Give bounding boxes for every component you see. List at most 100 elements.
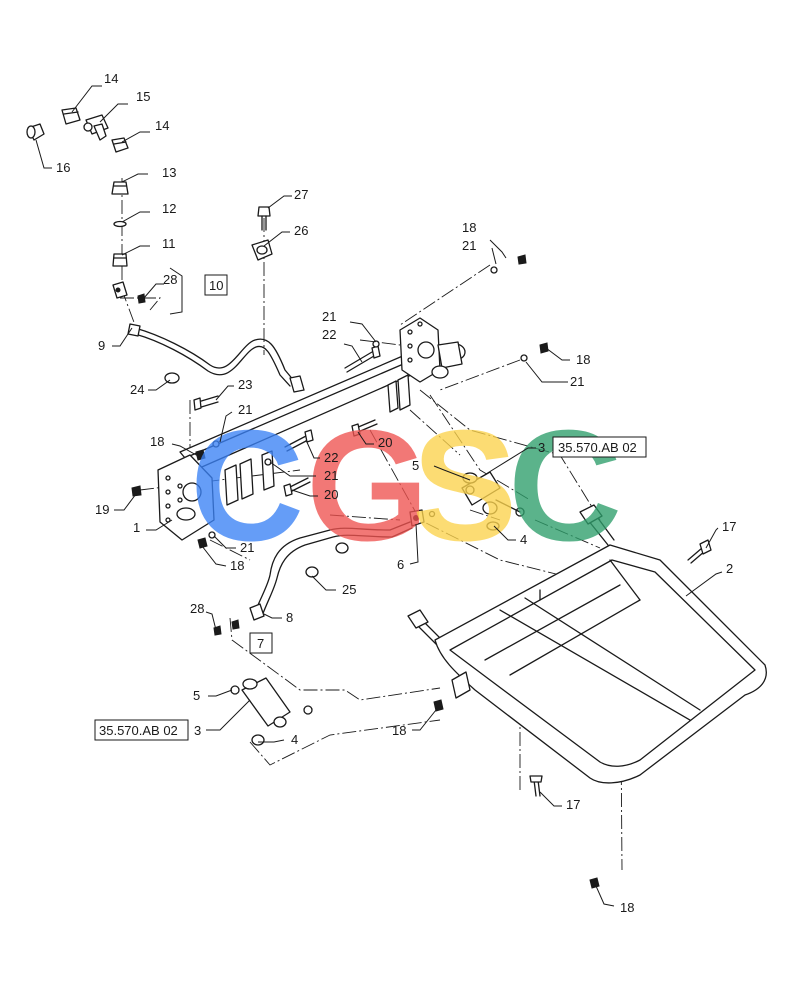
- nut-18-a: [195, 449, 206, 461]
- main-axle-tube: [157, 317, 466, 541]
- callout-16: 16: [56, 160, 70, 175]
- callout-3-upper: 3: [538, 440, 545, 455]
- cap-28-lower: [213, 619, 240, 636]
- watermark-letter-s: S: [412, 398, 517, 574]
- bolt-20-upper: [351, 419, 378, 437]
- callout-19: 19: [95, 502, 109, 517]
- callout-12: 12: [162, 201, 176, 216]
- callout-25: 25: [342, 582, 356, 597]
- tray-assembly-2: [407, 504, 767, 784]
- callout-22-upper: 22: [322, 327, 336, 342]
- callout-23: 23: [238, 377, 252, 392]
- washer-21-f: [264, 458, 272, 466]
- nut-18-e: [433, 699, 444, 712]
- nut-18-c: [517, 254, 527, 265]
- callout-18-right: 18: [576, 352, 590, 367]
- callout-15: 15: [136, 89, 150, 104]
- callout-18-top-right: 18: [462, 220, 476, 235]
- callout-17-upper: 17: [722, 519, 736, 534]
- watermark-letter-c2: C: [508, 398, 622, 574]
- callout-20-right: 20: [378, 435, 392, 450]
- cgsc-watermark: C G S C: [190, 398, 622, 574]
- adapter-11: [112, 253, 128, 267]
- adapter-13: [111, 181, 129, 195]
- reference-box-lower[interactable]: [94, 719, 189, 741]
- fitting-stack: [26, 107, 146, 304]
- callout-4-upper: 4: [520, 532, 527, 547]
- o-ring-25-upper: [335, 542, 349, 554]
- cylinder-3-lower: [230, 677, 313, 746]
- callout-10: 10: [209, 278, 223, 293]
- reference-box-upper[interactable]: [552, 436, 647, 458]
- washer-21-d: [490, 266, 498, 274]
- bolt-27: [257, 206, 271, 231]
- callout-14-top: 14: [104, 71, 118, 86]
- o-ring-25-lower: [305, 566, 319, 578]
- bolt-23: [193, 395, 219, 411]
- callout-18-left: 18: [150, 434, 164, 449]
- callout-5-lower: 5: [193, 688, 200, 703]
- callout-11: 11: [162, 236, 176, 251]
- callout-2: 2: [726, 561, 733, 576]
- cylinder-3-upper: [461, 471, 525, 531]
- clamp-26: [251, 239, 273, 261]
- callout-18-bottom: 18: [620, 900, 634, 915]
- nut-14-upper: [61, 107, 81, 125]
- callout-18-lower-middle: 18: [392, 723, 406, 738]
- callout-8: 8: [286, 610, 293, 625]
- reference-35570ab02-lower[interactable]: 35.570.AB 02: [99, 723, 178, 738]
- bolt-22-lower: [284, 429, 314, 452]
- callout-10-box: [204, 274, 228, 296]
- washer-21-c: [372, 340, 380, 348]
- callout-6: 6: [397, 557, 404, 572]
- cap-28-upper: [137, 293, 146, 304]
- callout-13: 13: [162, 165, 176, 180]
- callout-21-top-right: 21: [462, 238, 476, 253]
- callout-21-right: 21: [570, 374, 584, 389]
- callout-28-lower: 28: [190, 601, 204, 616]
- callout-22-lower: 22: [324, 450, 338, 465]
- watermark-letter-c1: C: [190, 398, 304, 574]
- callout-14-second: 14: [155, 118, 169, 133]
- callout-5-upper: 5: [412, 458, 419, 473]
- bolt-17-lower: [529, 775, 543, 797]
- hardware-nuts: [131, 254, 600, 889]
- elbow-fitting-16: [26, 123, 45, 141]
- bolt-17-upper: [687, 539, 712, 564]
- nut-18-d: [539, 342, 549, 354]
- fitting-6: [409, 509, 436, 527]
- washer-21-e: [520, 354, 528, 362]
- callout-28-upper: 28: [163, 272, 177, 287]
- callout-7: 7: [257, 636, 264, 651]
- hose-8: [249, 521, 413, 621]
- callout-7-box: [249, 632, 273, 654]
- nut-19: [131, 485, 142, 497]
- callout-21-left: 21: [238, 402, 252, 417]
- washer-21-b: [208, 531, 216, 539]
- callout-18-bottom-left: 18: [230, 558, 244, 573]
- connector-fitting: [112, 281, 128, 299]
- callout-4-lower: 4: [291, 732, 298, 747]
- callout-numbers: 14 15 14 16 13 12 11 28 10 27 26 9 24 18…: [56, 71, 736, 915]
- callout-3-lower: 3: [194, 723, 201, 738]
- callout-20-left: 20: [324, 487, 338, 502]
- hose-9: [127, 323, 305, 393]
- callout-21-mid: 21: [322, 309, 336, 324]
- nut-14-lower: [111, 137, 129, 153]
- callout-21-bottom-left: 21: [240, 540, 254, 555]
- reference-35570ab02-upper[interactable]: 35.570.AB 02: [558, 440, 637, 455]
- leader-lines: [35, 85, 723, 907]
- callout-17-lower: 17: [566, 797, 580, 812]
- callout-1: 1: [133, 520, 140, 535]
- callout-27: 27: [294, 187, 308, 202]
- callout-21-center: 21: [324, 468, 338, 483]
- callout-24: 24: [130, 382, 144, 397]
- callout-26: 26: [294, 223, 308, 238]
- washer-21-a: [212, 440, 220, 448]
- nut-18-f: [589, 877, 600, 889]
- tee-fitting-15: [83, 114, 109, 141]
- nut-18-b: [197, 537, 208, 549]
- callout-9: 9: [98, 338, 105, 353]
